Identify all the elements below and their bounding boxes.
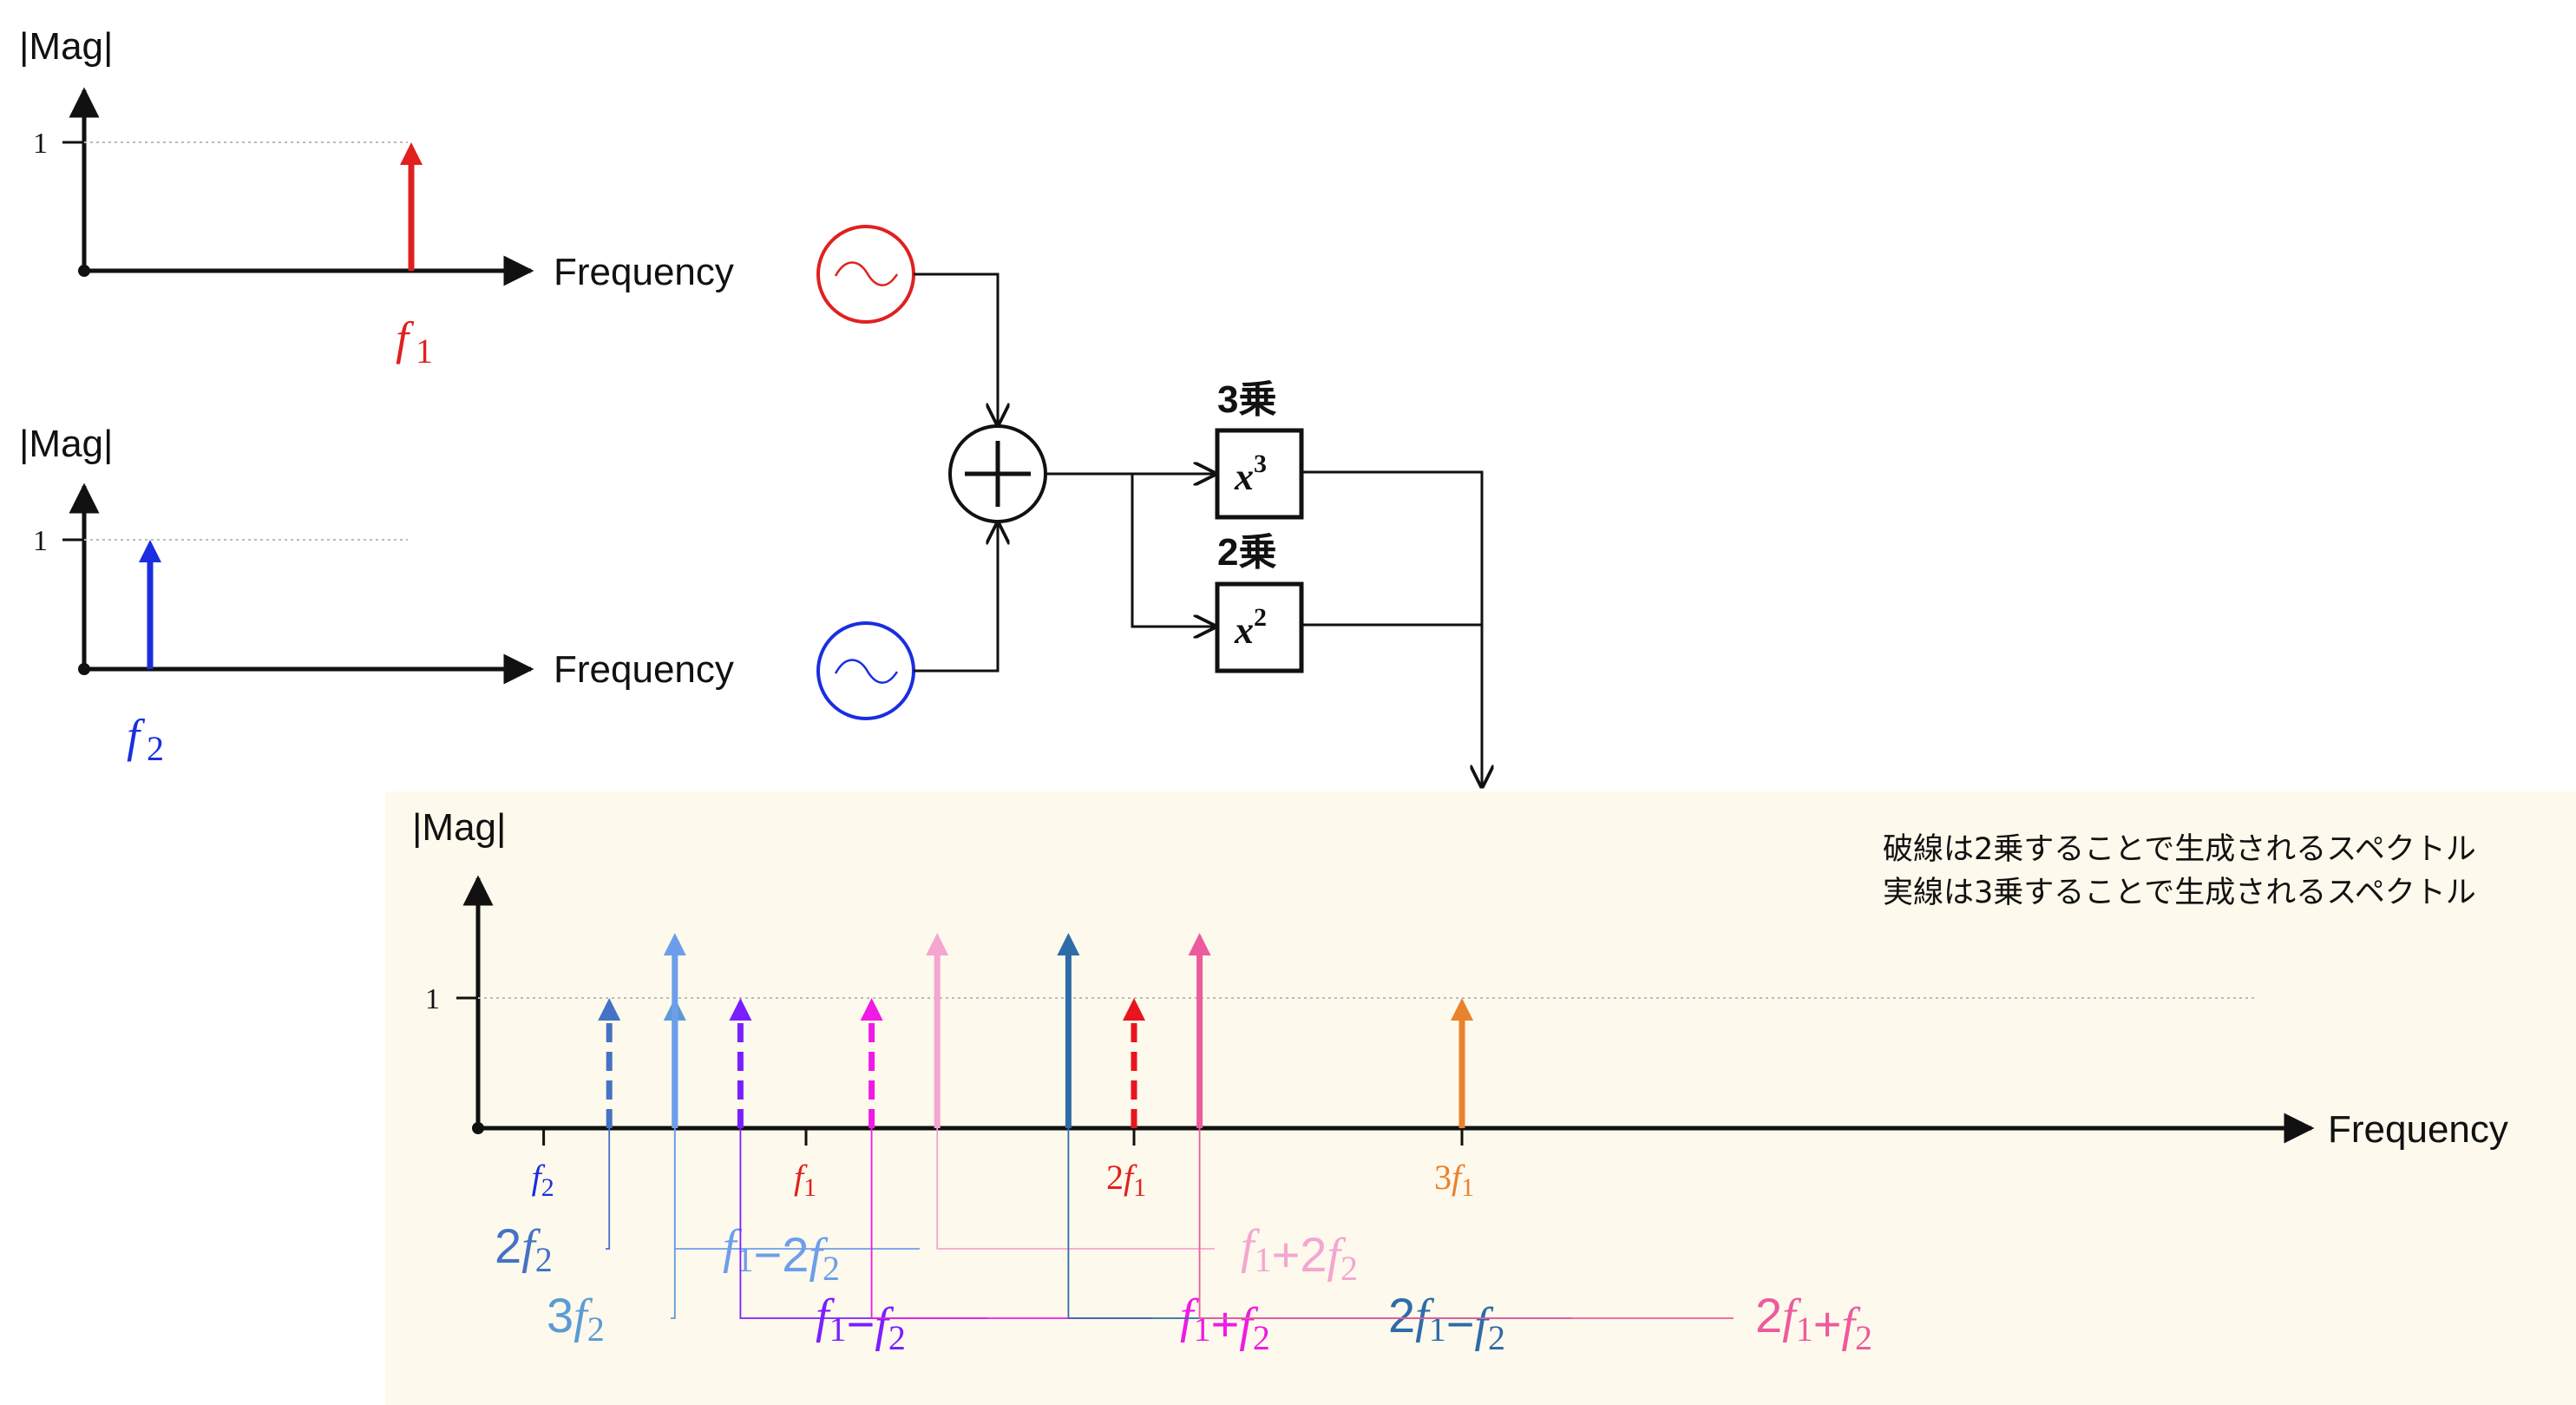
f1-plot-origin [78,265,90,277]
component-label-2f2: 2f2 [495,1128,611,1279]
square-block: 2乗 x2 [1215,531,1304,673]
f1-plot-xlabel: Frequency [554,251,734,293]
f2-spectral-line [139,540,161,669]
spectral-line-2f1-f2 [1057,933,1080,1128]
f1-plot-tick-label: 1 [33,128,48,160]
f2-plot-origin [78,663,90,675]
spectral-line-f1-2f2 [663,933,686,1128]
spectral-line-f1-f2 [729,998,752,1128]
cube-block: 3乗 x3 [1215,378,1304,520]
signal-source-f2-icon [816,621,915,720]
f2-plot-ylabel: |Mag| [19,423,113,465]
output-plot-ylabel: |Mag| [412,806,506,849]
square-block-title: 2乗 [1217,531,1276,574]
connector-f1-to-adder [914,272,998,424]
output-spectral-lines [598,933,1473,1128]
f2-plot-xlabel: Frequency [554,648,734,691]
f2-plot-tick-label: 1 [33,525,48,557]
axis-label-3f1: 3f1 [1434,1158,1474,1202]
svg-text:2f2: 2f2 [495,1218,553,1279]
output-note-solid: 実線は3乗することで生成されるスペクトル [1883,876,2476,910]
adder-icon [948,424,1047,523]
component-label-f1+f2: f1+f2 [870,1128,1270,1357]
spectral-line-2f1 [1123,998,1145,1128]
spectral-line-f1+f2 [860,998,883,1128]
spectral-line-3f1 [1451,998,1473,1128]
svg-text:2f1−f2: 2f1−f2 [1388,1288,1505,1357]
f1-plot-ylabel: |Mag| [19,25,113,68]
spectral-line-f1+2f2 [926,933,949,1128]
output-panel [385,791,2576,1405]
svg-text:f1+f2: f1+f2 [1180,1290,1270,1357]
spectral-line-2f2 [598,998,621,1128]
cube-block-title: 3乗 [1217,378,1276,421]
connector-blocks-to-output [1301,470,1482,786]
cube-block-expression: x3 [1234,450,1267,498]
signal-source-f1-icon [816,225,915,324]
spectral-line-2f1+f2 [1188,933,1211,1128]
f1-spectral-line [400,142,423,271]
output-plot-origin [472,1122,484,1134]
f1-arrow [400,142,423,271]
component-label-2f1-f2: 2f1−f2 [1067,1128,1572,1357]
connector-f2-to-adder [914,523,998,673]
output-plot-tick-label: 1 [425,983,440,1015]
output-note-dashed: 破線は2乗することで生成されるスペクトル [1883,832,2476,867]
output-plot-xlabel: Frequency [2328,1108,2508,1151]
square-block-expression: x2 [1234,603,1267,652]
connector-adder-to-square [1131,474,1215,627]
f2-arrow [139,540,161,669]
